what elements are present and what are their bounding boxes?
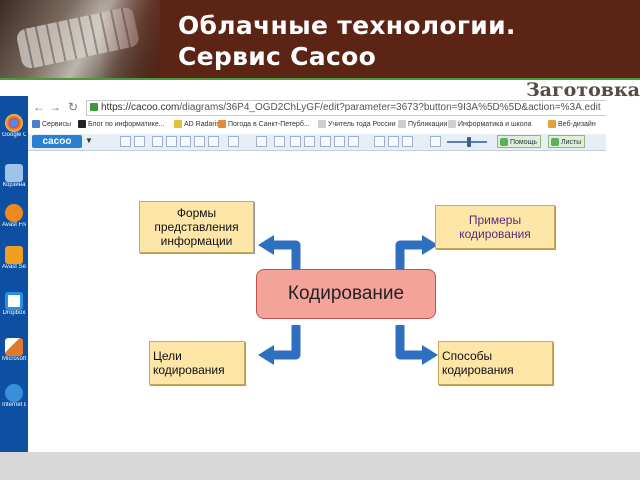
address-row: ← → ↻ https://cacoo.com/diagrams/36P4_OG…	[28, 100, 606, 116]
slide-header: Облачные технологии. Сервис Cacoo	[0, 0, 640, 80]
format-icon[interactable]	[208, 136, 219, 147]
bookmark-item[interactable]: Информатика и школа	[448, 120, 532, 130]
arrow-up-left	[258, 235, 301, 279]
internet-explorer-icon[interactable]: Internet Explorer	[2, 384, 26, 424]
grid-icon[interactable]	[320, 136, 331, 147]
chrome-icon[interactable]: Google Chrome	[2, 114, 26, 154]
connector-icon[interactable]	[274, 136, 285, 147]
reload-icon[interactable]: ↻	[67, 100, 79, 114]
paste-icon[interactable]	[180, 136, 191, 147]
address-bar[interactable]: https://cacoo.com/diagrams/36P4_OGD2ChLy…	[86, 100, 606, 116]
chevron-down-icon[interactable]: ▼	[85, 136, 93, 145]
arrow-down-right	[395, 325, 438, 365]
bookmark-item[interactable]: Веб-дизайн	[548, 120, 596, 130]
browser-window: ← → ↻ https://cacoo.com/diagrams/36P4_OG…	[28, 96, 606, 452]
pencil-icon[interactable]	[334, 136, 345, 147]
forward-arrow-icon[interactable]: →	[49, 100, 61, 114]
windows-desktop-strip: Google Chrome Корзина Avast Free Antivir…	[0, 96, 28, 452]
table-icon[interactable]	[304, 136, 315, 147]
node-coding-methods[interactable]: Способы кодирования	[438, 341, 553, 385]
back-arrow-icon[interactable]: ←	[33, 100, 45, 114]
recycle-bin-icon[interactable]: Корзина	[2, 164, 26, 204]
bookmark-item[interactable]: AD Radaris	[174, 120, 220, 130]
embedded-screenshot: Google Chrome Корзина Avast Free Antivir…	[0, 96, 606, 452]
lock-tool-icon[interactable]	[402, 136, 413, 147]
bookmark-item[interactable]: Публикации	[398, 120, 447, 130]
copy-icon[interactable]	[166, 136, 177, 147]
help-button[interactable]: Помощь	[497, 135, 542, 148]
bookmarks-bar: Сервисы Блог по информатике... AD Radari…	[28, 118, 606, 132]
zoom-icon[interactable]	[430, 136, 441, 147]
undo-icon[interactable]	[120, 136, 131, 147]
sheets-icon	[551, 138, 559, 146]
node-coding-examples[interactable]: Примеры кодирования	[435, 205, 555, 249]
slide-title: Облачные технологии. Сервис Cacoo	[178, 11, 516, 71]
node-forms-of-representation[interactable]: Формы представления информации	[139, 201, 254, 253]
node-center-coding[interactable]: Кодирование	[256, 269, 436, 319]
layout-icon[interactable]	[374, 136, 385, 147]
arrow-up-right	[395, 235, 438, 279]
bookmark-item[interactable]: Погода в Санкт-Петерб...	[218, 120, 310, 130]
bookmark-item[interactable]: Сервисы	[32, 120, 71, 130]
stencil-icon[interactable]	[348, 136, 359, 147]
redo-icon[interactable]	[134, 136, 145, 147]
zoom-slider-handle[interactable]	[467, 137, 471, 147]
bookmark-item[interactable]: Учитель года России	[318, 120, 396, 130]
slide-subtitle: Заготовка	[525, 79, 640, 101]
arrow-down-left	[258, 325, 301, 365]
sheets-button[interactable]: Листы	[548, 135, 586, 148]
cacoo-logo[interactable]: cacoo	[32, 135, 82, 148]
header-divider	[0, 78, 640, 80]
avast-secureline-icon[interactable]: Avast SecureLine	[2, 246, 26, 286]
line-tool-icon[interactable]	[256, 136, 267, 147]
new-icon[interactable]	[152, 136, 163, 147]
avast-icon[interactable]: Avast Free Antivirus	[2, 204, 26, 244]
dropbox-icon[interactable]: Dropbox	[2, 292, 26, 332]
lock-icon	[90, 103, 98, 112]
cacoo-toolbar: cacoo ▼ Помощь Листы	[28, 134, 606, 151]
image-icon[interactable]	[194, 136, 205, 147]
slide-footer-band	[0, 452, 640, 480]
group-icon[interactable]	[388, 136, 399, 147]
diagram-canvas[interactable]: Формы представления информации Примеры к…	[28, 151, 606, 452]
delete-icon[interactable]	[228, 136, 239, 147]
bookmark-item[interactable]: Блог по информатике...	[78, 120, 165, 130]
office-icon[interactable]: Microsoft Office	[2, 338, 26, 378]
text-icon[interactable]	[290, 136, 301, 147]
node-coding-goals[interactable]: Цели кодирования	[149, 341, 245, 385]
help-icon	[500, 138, 508, 146]
